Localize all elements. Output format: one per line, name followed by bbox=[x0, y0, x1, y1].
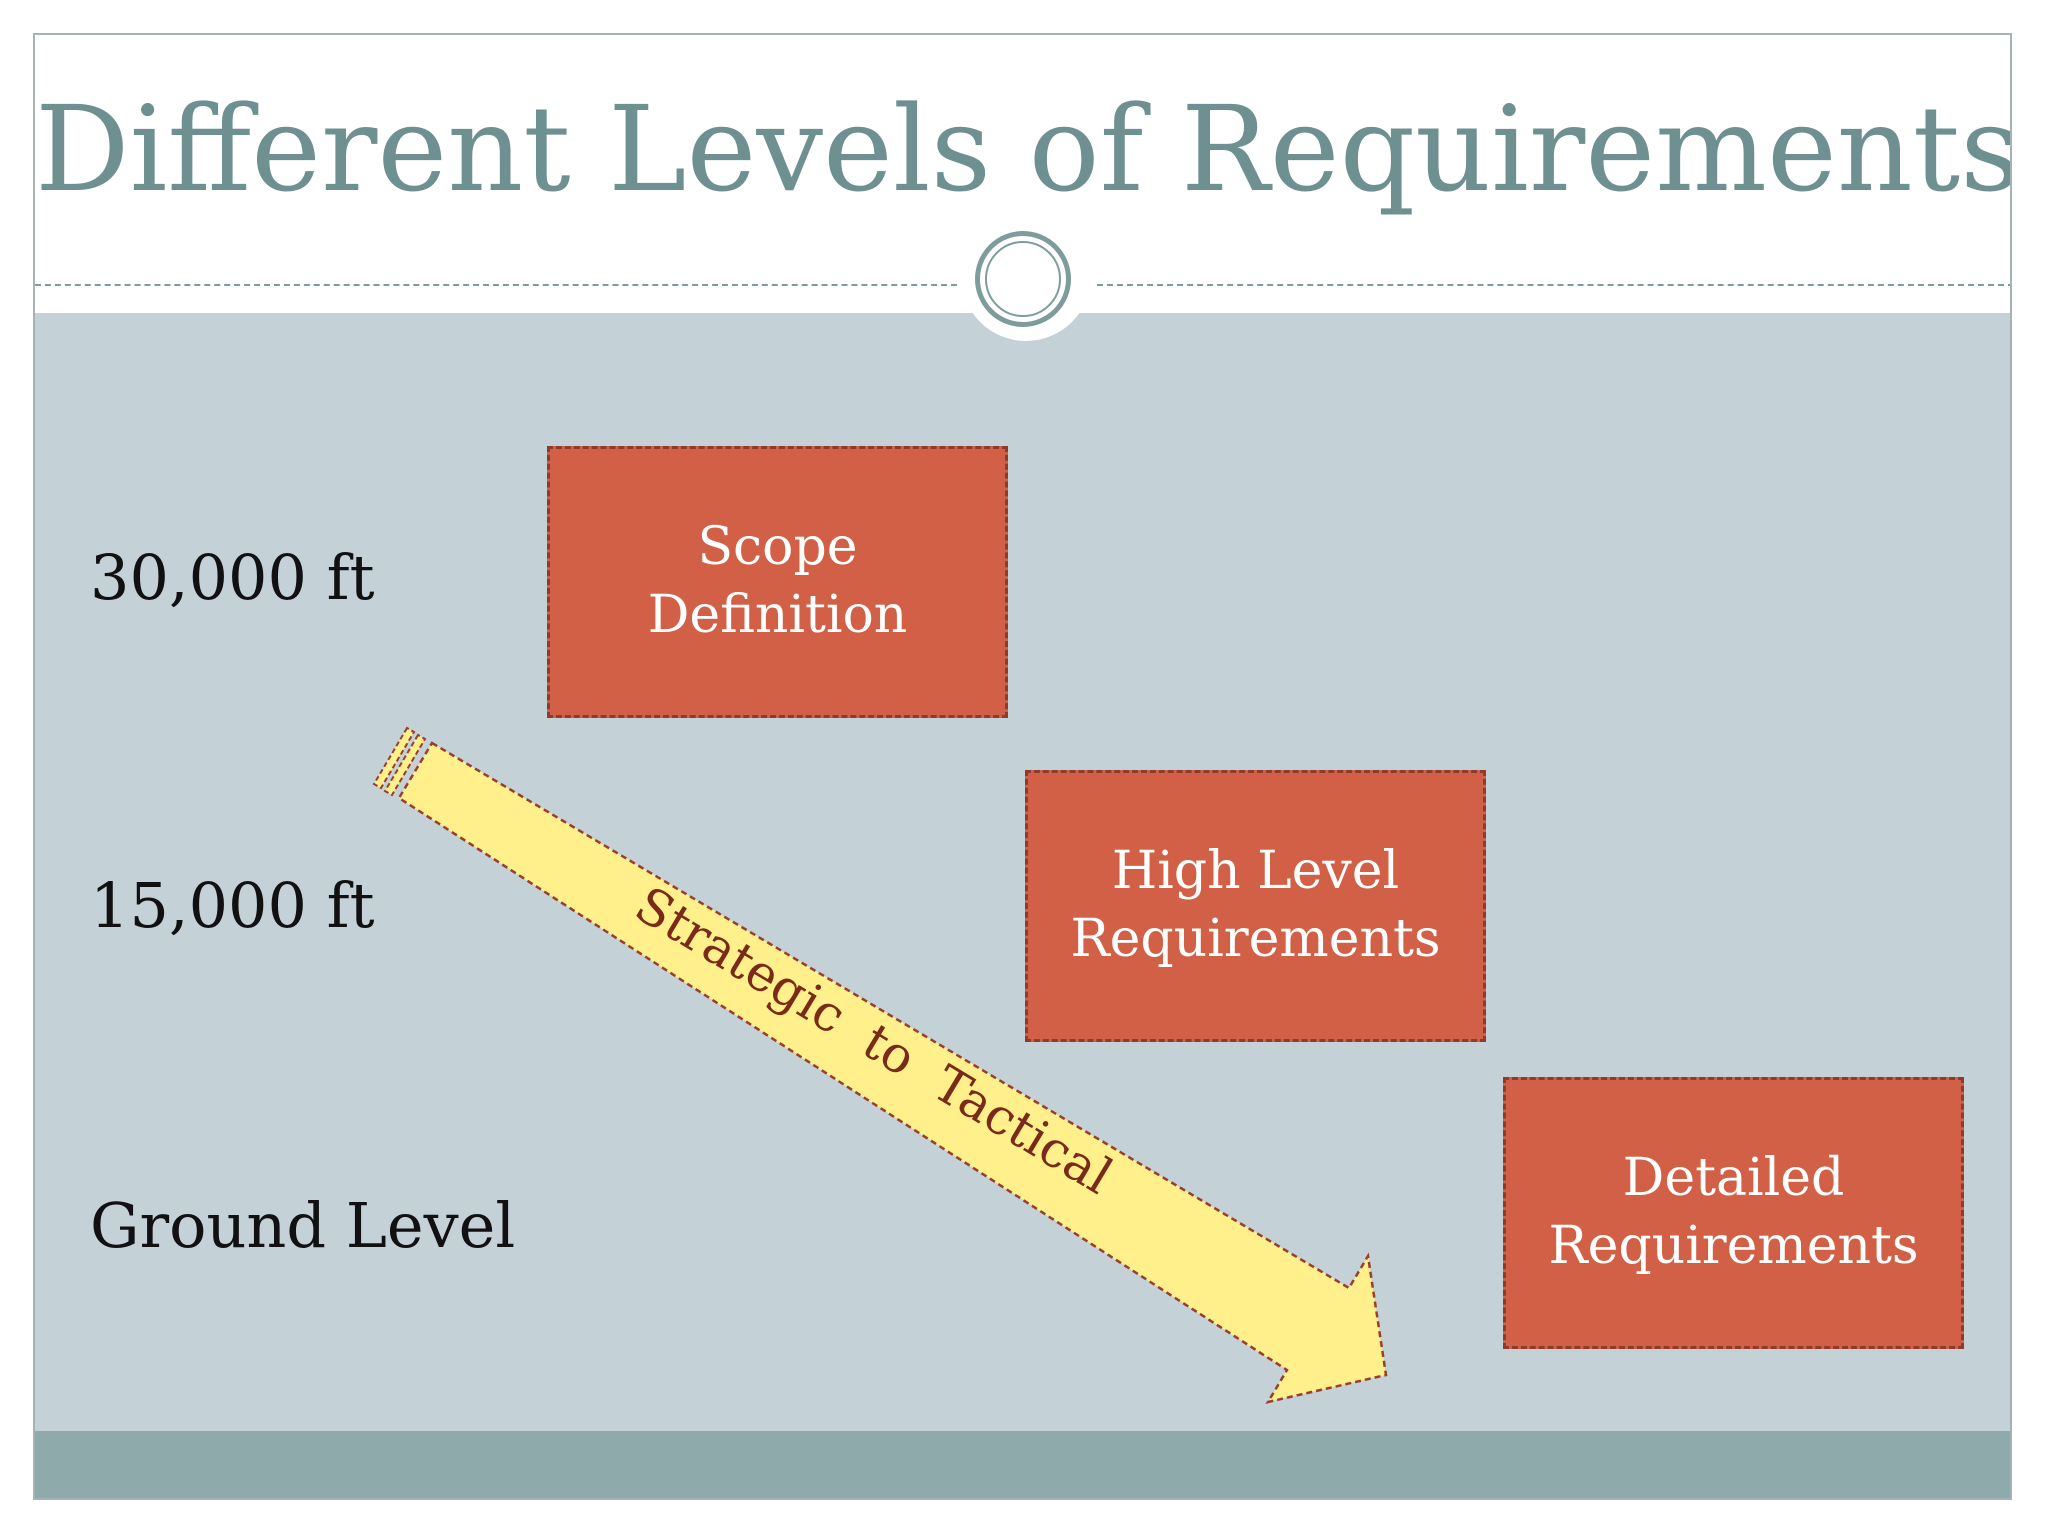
arrow-label: Strategic to Tactical bbox=[625, 875, 1122, 1205]
detailed-requirements-box: Detailed Requirements bbox=[1503, 1077, 1964, 1349]
arrow-tail-stripe bbox=[372, 726, 416, 790]
level-label-15000-ft: 15,000 ft bbox=[90, 869, 375, 942]
level-label-30000-ft: 30,000 ft bbox=[90, 541, 375, 614]
divider-medallion-ring-icon bbox=[975, 231, 1071, 327]
scope-definition-box: Scope Definition bbox=[547, 446, 1008, 718]
strategic-to-tactical-arrow: Strategic to Tactical bbox=[372, 726, 1388, 1404]
header-divider-right bbox=[1097, 284, 2010, 286]
high-level-requirements-label: High Level Requirements bbox=[1070, 841, 1441, 969]
detailed-requirements-label: Detailed Requirements bbox=[1548, 1148, 1919, 1276]
footer-band bbox=[35, 1431, 2010, 1498]
level-label-ground-level: Ground Level bbox=[90, 1189, 516, 1262]
slide: Different Levels of Requirements 30,000 … bbox=[33, 33, 2012, 1500]
high-level-requirements-box: High Level Requirements bbox=[1025, 770, 1486, 1042]
scope-definition-label: Scope Definition bbox=[647, 517, 908, 645]
arrow-tail-stripe bbox=[383, 733, 427, 797]
slide-title: Different Levels of Requirements bbox=[35, 80, 2012, 218]
arrow-shape bbox=[397, 741, 1388, 1404]
header-divider-left bbox=[35, 284, 957, 286]
